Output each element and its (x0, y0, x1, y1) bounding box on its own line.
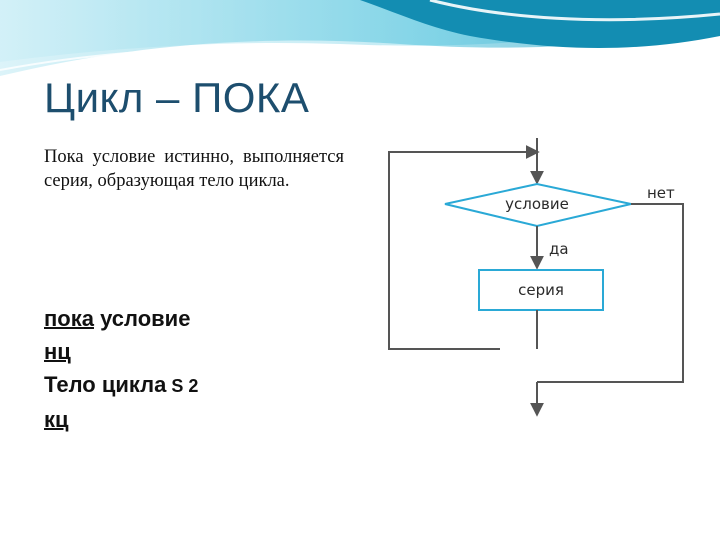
description-text: Пока условие истинно, выполняется серия,… (44, 147, 344, 191)
loop-body-text: Тело цикла (44, 372, 167, 397)
no-label: нет (647, 184, 675, 202)
header-wave-decoration (0, 0, 720, 76)
while-condition: условие (93, 306, 191, 331)
body-label: серия (518, 281, 564, 299)
slide-title: Цикл – ПОКА (44, 74, 310, 121)
code-line-begin: нц (44, 335, 198, 368)
no-branch-line (537, 203, 684, 383)
loop-body-suffix: S 2 (166, 376, 199, 396)
while-keyword: пока (44, 306, 94, 331)
while-loop-flowchart: условие да серия нет (388, 138, 684, 417)
code-line-while: пока условие (44, 302, 198, 335)
condition-label: условие (505, 195, 569, 213)
pseudocode-block: пока условие нц Тело цикла S 2 кц (44, 302, 198, 436)
begin-keyword: нц (44, 339, 71, 364)
code-line-end: кц (44, 403, 198, 436)
code-line-body: Тело цикла S 2 (44, 368, 198, 403)
end-keyword: кц (44, 407, 69, 432)
body-box (478, 269, 604, 311)
loop-back-line (388, 145, 540, 350)
yes-label: да (549, 240, 569, 258)
